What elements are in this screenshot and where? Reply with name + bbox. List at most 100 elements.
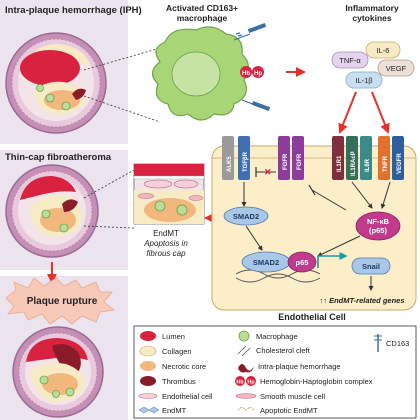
genes-label: ↑↑ EndMT-related genes	[319, 296, 404, 305]
legend-cd163: CD163	[386, 339, 409, 348]
inhibition-line	[311, 189, 347, 211]
receptor-il6r	[360, 136, 372, 180]
thrombus-swatch	[140, 376, 156, 386]
iph-vessel	[5, 32, 107, 134]
endmt-swatch	[138, 406, 160, 414]
receptor-row	[222, 136, 404, 180]
smc-swatch	[235, 393, 257, 399]
legend-collagen: Collagen	[162, 347, 192, 356]
cytokine-label: IL-6	[377, 46, 390, 55]
hb-label: Hb	[242, 71, 250, 77]
p65-label: p65	[296, 258, 309, 267]
receptor-label: FGFR	[297, 153, 303, 170]
receptor-tnfr	[378, 136, 390, 180]
nfkb-sub: (p65)	[369, 226, 387, 235]
receptor-label: IL1R1	[337, 155, 343, 172]
p65: p65	[287, 251, 317, 273]
hp-swatch	[246, 376, 256, 386]
legend-thrombus: Thrombus	[162, 377, 196, 386]
legend-cholesterol: Cholesterol cleft	[256, 346, 311, 355]
inhibition-bar	[308, 184, 316, 196]
tcfa-vessel	[5, 164, 99, 258]
apoptotic-swatch	[237, 406, 255, 411]
hb-swatch	[235, 376, 245, 386]
legend-iph: Intra-plaque hemorrhage	[258, 362, 341, 371]
cytokine-label: VEGF	[386, 64, 407, 73]
receptor-vegfr	[392, 136, 404, 180]
legend-smc: Smooth muscle cell	[260, 392, 325, 401]
lumen-swatch	[140, 331, 156, 341]
receptor-alk5	[222, 136, 234, 180]
tcfa-title: Thin-cap fibroatheroma	[5, 152, 112, 163]
legend-hb: Hb	[236, 380, 244, 386]
cytokine-tnfa: TNF-α	[331, 51, 369, 69]
pathway-arrow	[245, 225, 263, 251]
zoom-line	[83, 47, 161, 71]
cytokine-il6: IL-6	[365, 41, 401, 59]
legend-endmt: EndMT	[162, 406, 187, 415]
cell-label: Endothelial Cell	[278, 312, 346, 322]
hb-icon	[240, 66, 252, 78]
macrophage-swatch	[238, 330, 250, 342]
collagen-swatch	[139, 345, 157, 357]
cytokine-il1b: IL-1β	[345, 71, 383, 89]
receptor-label: TGFβR	[243, 151, 249, 172]
receptor-label: IL6R	[365, 158, 371, 172]
legend	[133, 325, 417, 419]
rupture-burst: Plaque rupture	[5, 277, 115, 325]
smad2-label: SMAD2	[253, 258, 279, 267]
pathway-arrow	[351, 181, 373, 209]
endmt-sub-line2: fibrous cap	[146, 249, 186, 258]
transcription-arrow	[317, 252, 348, 268]
receptor-label: TNFR	[383, 155, 389, 172]
rupture-vessel	[12, 326, 104, 418]
receptor-label: VEGFR	[397, 153, 403, 174]
necrotic-swatch	[140, 361, 156, 371]
receptor-il1r1	[332, 136, 344, 180]
cytokine-label: IL-1β	[355, 76, 373, 85]
block-mark: ✕	[264, 167, 272, 177]
receptor-label: IL1RAcP	[351, 151, 357, 176]
smad2-top: SMAD2	[223, 206, 269, 226]
cd163-swatch	[374, 334, 382, 352]
legend-lumen: Lumen	[162, 332, 185, 341]
receptor-tgfbr	[238, 136, 250, 180]
cytokine-label: TNF-α	[339, 56, 361, 65]
zoom-line	[83, 225, 135, 229]
cytokine-vegf: VEGF	[377, 59, 415, 77]
smad2-label: SMAD2	[233, 212, 259, 221]
iph-swatch	[238, 364, 254, 373]
signal-arrow	[338, 91, 357, 134]
macrophage-cell: Hb Hp	[151, 23, 271, 121]
receptor-label: FGFR	[283, 153, 289, 170]
macrophage-title-line1: Activated CD163+	[166, 3, 238, 13]
nfkb: NF-κB (p65)	[355, 211, 401, 241]
legend-necrotic: Necrotic core	[162, 362, 206, 371]
legend-apoptotic: Apoptotic EndMT	[260, 406, 318, 415]
hp-icon	[252, 66, 264, 78]
hp-label: Hp	[254, 71, 262, 77]
cytokines-title-line2: cytokines	[352, 13, 391, 23]
cholesterol-swatch	[237, 345, 251, 357]
snail-label: Snail	[362, 262, 380, 271]
zoom-line	[83, 95, 161, 123]
legend-macrophage: Macrophage	[256, 332, 298, 341]
signal-arrow	[371, 91, 390, 134]
legend-endothelial: Endothelial cell	[162, 392, 213, 401]
receptor-label: ALK5	[227, 156, 233, 172]
fibrous-cap-zoom	[133, 163, 205, 225]
endmt-sub-line1: Apoptosis in	[143, 239, 188, 248]
pathway-arrow	[380, 181, 391, 209]
legend-hp: Hp	[247, 380, 255, 386]
macrophage-title-line2: macrophage	[177, 13, 228, 23]
nfkb-label: NF-κB	[367, 217, 390, 226]
receptor-fgfr	[278, 136, 290, 180]
snail: Snail	[351, 257, 391, 275]
receptor-fgfr	[292, 136, 304, 180]
rupture-title: Plaque rupture	[27, 296, 98, 307]
zoom-line	[83, 169, 135, 199]
legend-hbhp: Hemoglobin-Haptoglobin complex	[260, 377, 373, 386]
endothelial-swatch	[138, 393, 158, 399]
